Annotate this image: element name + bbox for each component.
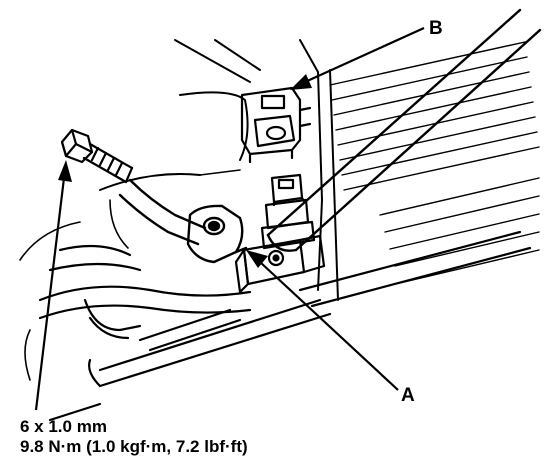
leader-b — [304, 26, 425, 84]
arrowheads — [58, 74, 312, 268]
support-rod — [266, 8, 542, 252]
leader-bolt — [34, 177, 66, 411]
arrowhead-a — [246, 250, 268, 268]
mounting-bracket — [234, 234, 326, 294]
callout-a-label: A — [401, 385, 415, 406]
background-edges — [19, 169, 241, 381]
condenser-frame — [174, 39, 339, 301]
shroud-outline — [99, 91, 249, 191]
condenser-fins — [329, 41, 540, 284]
arrowhead-bolt — [58, 160, 72, 182]
leader-lines — [34, 26, 425, 411]
leader-a — [259, 261, 399, 391]
bolt-size-spec: 6 x 1.0 mm — [20, 417, 107, 436]
sensor-body — [260, 173, 316, 250]
arrowhead-b — [290, 74, 312, 90]
harness-connector — [240, 86, 312, 164]
bolt — [60, 128, 134, 184]
ac-line — [118, 178, 248, 264]
callout-b-label: B — [429, 18, 443, 39]
torque-spec: 9.8 N·m (1.0 kgf·m, 7.2 lbf·ft) — [20, 437, 248, 456]
lower-hoses — [38, 230, 532, 422]
